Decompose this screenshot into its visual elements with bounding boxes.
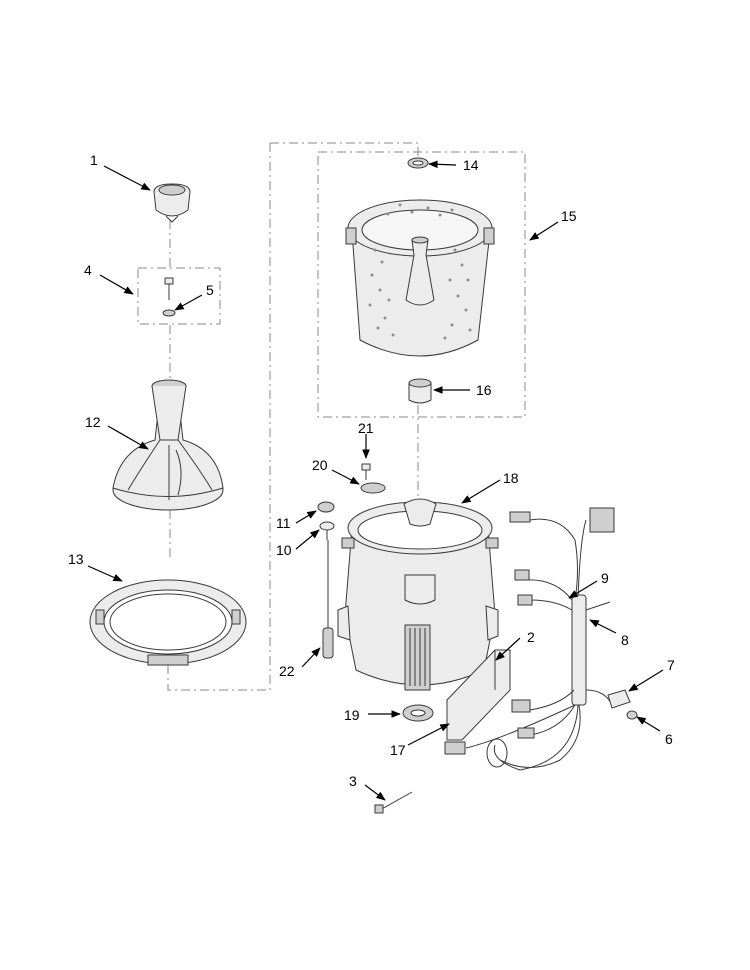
callout-6: 6	[665, 731, 673, 747]
callout-2: 2	[527, 629, 535, 645]
hub-seal-part	[407, 157, 429, 169]
callout-20: 20	[312, 457, 328, 473]
callout-11: 11	[276, 515, 291, 531]
callout-12: 12	[85, 414, 101, 430]
fitting-parts	[317, 501, 335, 540]
callout-13: 13	[68, 551, 84, 567]
callout-21: 21	[358, 420, 374, 436]
agitator-part	[112, 379, 224, 511]
callout-18: 18	[503, 470, 519, 486]
tub-seal-part	[402, 704, 434, 722]
callout-1: 1	[90, 152, 98, 168]
callout-3: 3	[349, 773, 357, 789]
wash-basket-part	[345, 199, 495, 357]
callout-7: 7	[667, 657, 675, 673]
cable-tie-part	[374, 791, 413, 814]
callout-8: 8	[621, 632, 629, 648]
callout-17: 17	[390, 742, 406, 758]
drive-hub-part	[408, 378, 432, 404]
control-board-part	[446, 649, 511, 741]
suspension-rod-part	[322, 540, 334, 659]
callout-14: 14	[463, 157, 479, 173]
callout-16: 16	[476, 382, 492, 398]
callout-4: 4	[84, 262, 92, 278]
callout-15: 15	[561, 208, 577, 224]
callout-labels: 1 2 3 4 5 6 7 8 9 10 11 12 13 14 15 16 1…	[68, 152, 675, 789]
callout-5: 5	[206, 282, 214, 298]
wire-harness-part	[444, 507, 638, 771]
callout-leaders	[87, 160, 664, 801]
agitator-cap-part	[153, 183, 191, 223]
screw-and-cover-part	[360, 463, 386, 494]
callout-19: 19	[344, 707, 360, 723]
outer-tub-part	[337, 498, 499, 691]
assembly-guide-lines	[137, 142, 526, 691]
callout-9: 9	[601, 570, 609, 586]
tub-ring-part	[89, 579, 247, 666]
callout-10: 10	[276, 542, 292, 558]
callout-22: 22	[279, 663, 295, 679]
bolt-and-washer-part	[162, 277, 176, 317]
